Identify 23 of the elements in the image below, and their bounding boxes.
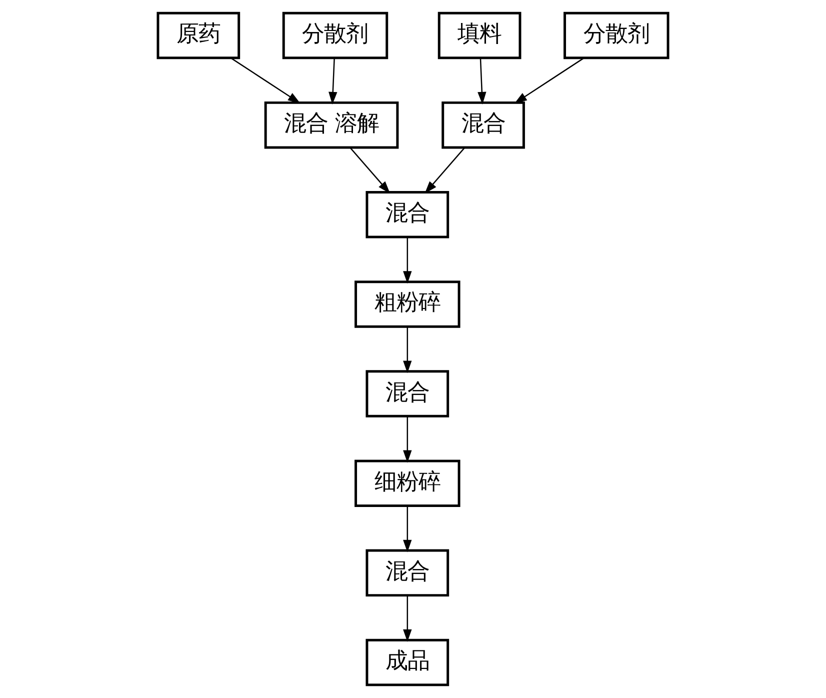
node-box: 分散剂 [564,12,670,60]
arrow [403,596,412,642]
arrow [350,147,390,194]
arrow [424,147,465,194]
node-box: 填料 [438,12,522,60]
node-box: 混合 [366,549,450,597]
node-box: 混合 [366,370,450,418]
arrow [478,58,486,104]
arrow [403,326,412,374]
node-box: 混合 溶解 [264,101,399,149]
node-box: 成品 [366,638,450,686]
node-box: 细粉碎 [354,460,460,507]
arrow [328,58,338,104]
node-box: 粗粉碎 [354,280,460,328]
node-box: 混合 [366,191,450,238]
arrow [514,58,584,104]
arrow [403,237,412,284]
arrow [403,506,412,552]
node-box: 混合 [442,101,525,149]
arrow [403,416,412,463]
node-box: 原药 [156,12,240,60]
node-box: 分散剂 [282,12,388,60]
arrow [230,58,300,104]
